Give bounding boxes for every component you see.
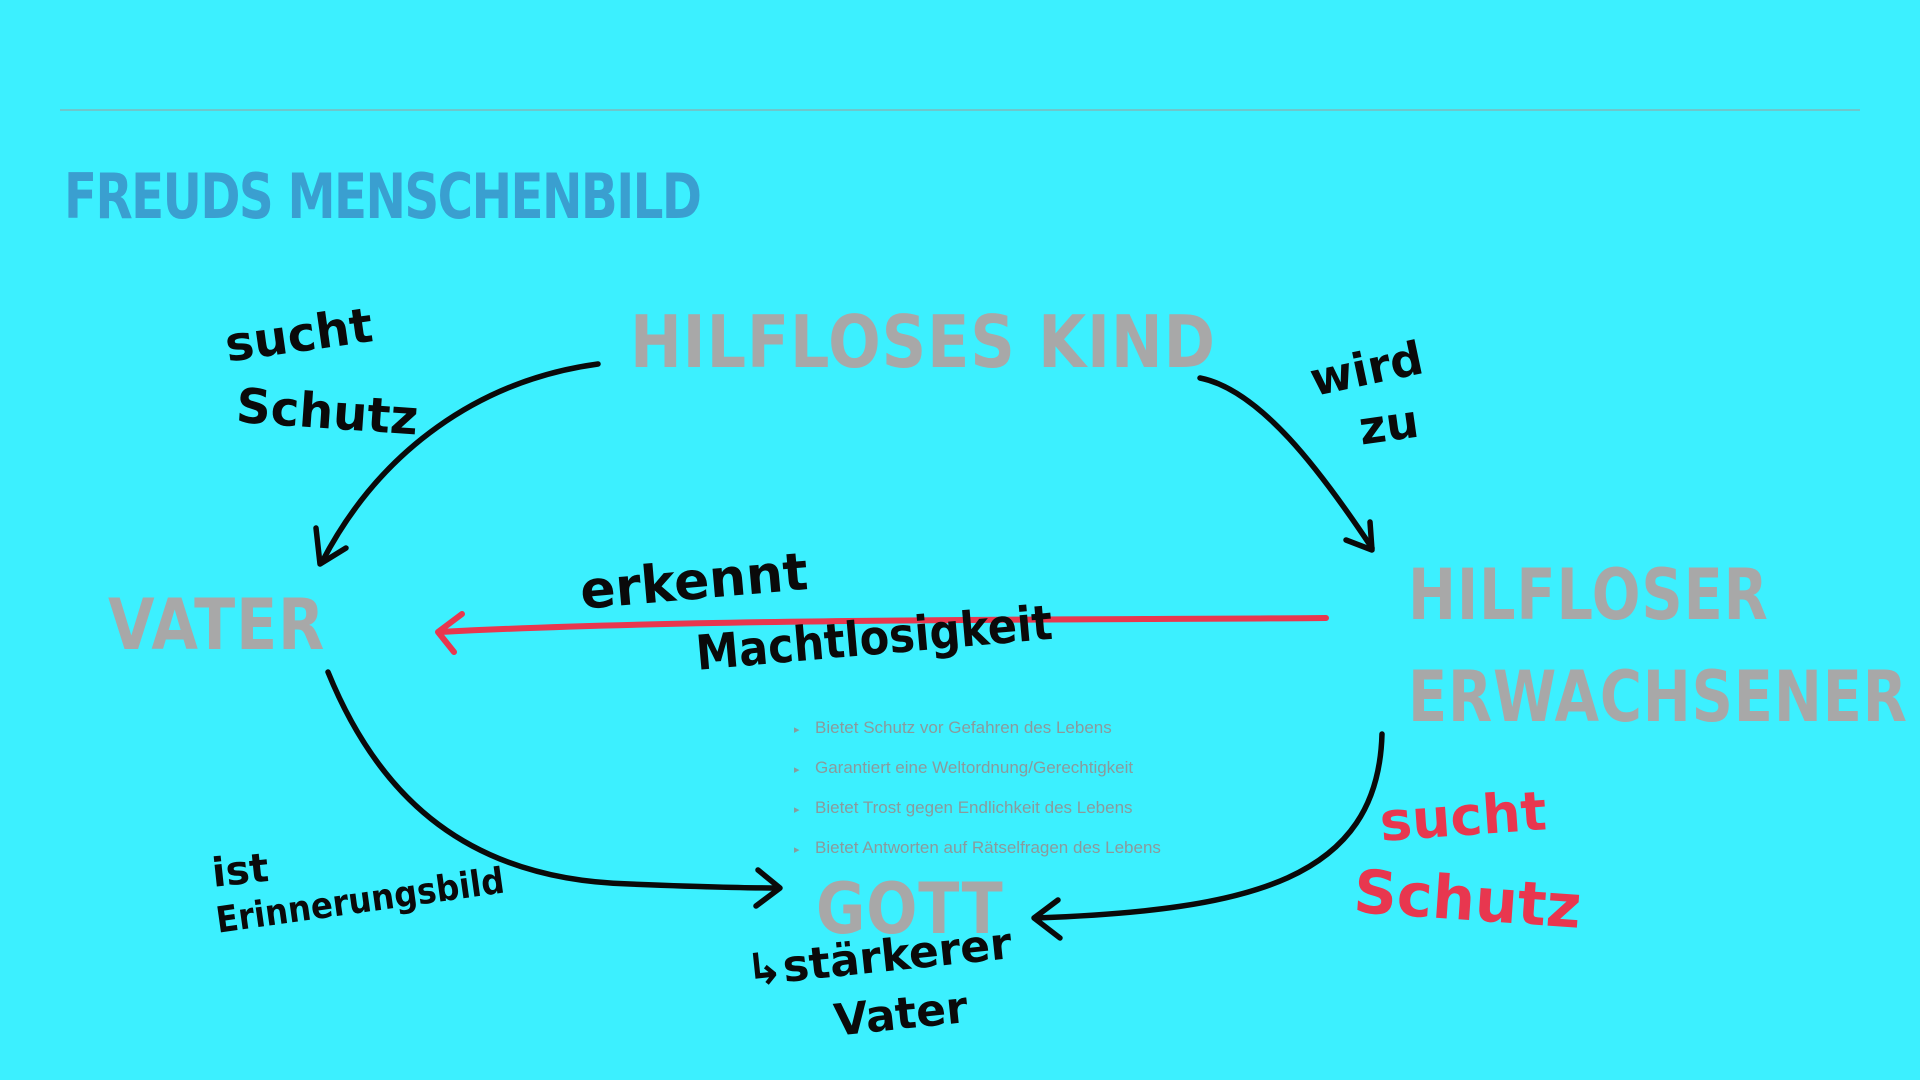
arrowhead-gott-right	[1031, 897, 1063, 941]
top-divider	[60, 109, 1860, 111]
arrowhead-erwachsener	[1343, 519, 1375, 553]
list-item: ▸Bietet Trost gegen Endlichkeit des Lebe…	[794, 796, 1161, 836]
bullet-marker-icon: ▸	[794, 804, 800, 816]
list-item: ▸Bietet Schutz vor Gefahren des Lebens	[794, 716, 1161, 756]
arrowhead-vater	[313, 525, 349, 567]
bullet-marker-icon: ▸	[794, 844, 800, 856]
node-erwachsener: ERWACHSENER	[1408, 656, 1908, 738]
label-schutz-1: Schutz	[234, 378, 421, 447]
label-sucht-2: sucht	[1377, 779, 1549, 854]
arrow-kind-to-vater	[319, 361, 601, 565]
bullet-marker-icon: ▸	[794, 764, 800, 776]
bullet-marker-icon: ▸	[794, 724, 800, 736]
arrow-erwachsener-to-vater	[437, 615, 1329, 635]
arrowhead-gott-left	[753, 867, 783, 909]
arrowhead-vater-red	[435, 611, 465, 655]
node-hilfloses-kind: HILFLOSES KIND	[630, 300, 1216, 384]
gott-attributes-list: ▸Bietet Schutz vor Gefahren des Lebens ▸…	[794, 716, 1161, 876]
page-title: FREUDS MENSCHENBILD	[64, 160, 702, 233]
arrow-vater-to-gott	[325, 669, 781, 891]
arrow-kind-to-erwachsener	[1197, 375, 1375, 551]
label-zu: zu	[1355, 393, 1422, 456]
list-item: ▸Garantiert eine Weltordnung/Gerechtigke…	[794, 756, 1161, 796]
label-ist: ist	[209, 845, 271, 897]
label-schutz-2: Schutz	[1351, 857, 1584, 943]
node-gott: GOTT	[816, 868, 1004, 950]
node-hilfloser: HILFLOSER	[1408, 554, 1769, 636]
list-item: ▸Bietet Antworten auf Rätselfragen des L…	[794, 836, 1161, 876]
node-vater: VATER	[108, 584, 326, 666]
arrow-erwachsener-to-gott	[1033, 731, 1385, 921]
